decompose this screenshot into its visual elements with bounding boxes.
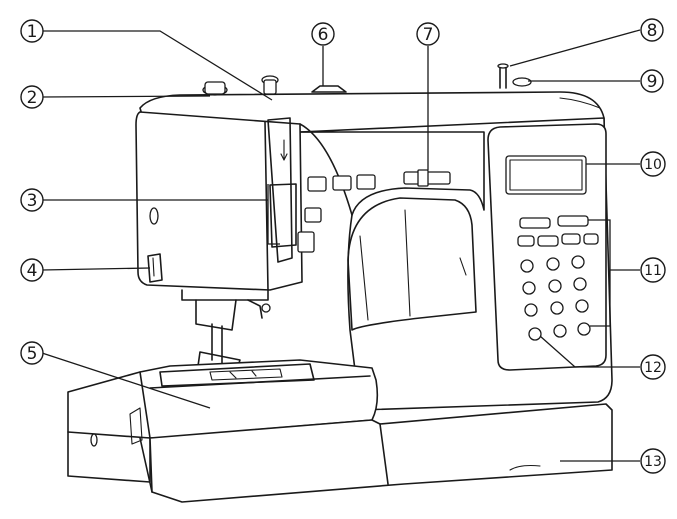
svg-text:1: 1	[27, 22, 38, 42]
leader-2	[41, 95, 211, 98]
callout-3: 3	[20, 188, 44, 212]
leader-3	[42, 184, 280, 245]
svg-text:9: 9	[647, 72, 658, 92]
svg-text:5: 5	[27, 344, 38, 364]
svg-text:11: 11	[644, 263, 662, 279]
svg-text:3: 3	[27, 191, 38, 211]
leader-11	[588, 219, 640, 327]
leader-4	[41, 267, 151, 271]
callout-2: 2	[20, 85, 44, 109]
svg-text:12: 12	[644, 360, 662, 376]
leader-5	[41, 352, 211, 409]
callout-7: 7	[416, 22, 440, 46]
svg-text:10: 10	[644, 157, 662, 173]
svg-text:6: 6	[318, 25, 329, 45]
leader-8	[509, 29, 641, 67]
callout-4: 4	[20, 258, 44, 282]
leader-lines	[41, 29, 641, 462]
machine-body	[67, 63, 613, 503]
svg-text:8: 8	[647, 21, 658, 41]
leader-12	[539, 335, 640, 368]
leader-1	[42, 30, 273, 101]
callout-11: 11	[640, 257, 666, 283]
callout-1: 1	[20, 19, 44, 43]
callout-6: 6	[311, 22, 335, 46]
callout-8: 8	[640, 18, 664, 42]
callout-13: 13	[640, 448, 666, 474]
svg-text:2: 2	[27, 88, 38, 108]
callout-10: 10	[640, 151, 666, 177]
svg-text:13: 13	[644, 454, 662, 470]
callout-12: 12	[640, 354, 666, 380]
callout-9: 9	[640, 69, 664, 93]
callout-5: 5	[20, 341, 44, 365]
svg-text:4: 4	[27, 261, 38, 281]
svg-text:7: 7	[423, 25, 434, 45]
